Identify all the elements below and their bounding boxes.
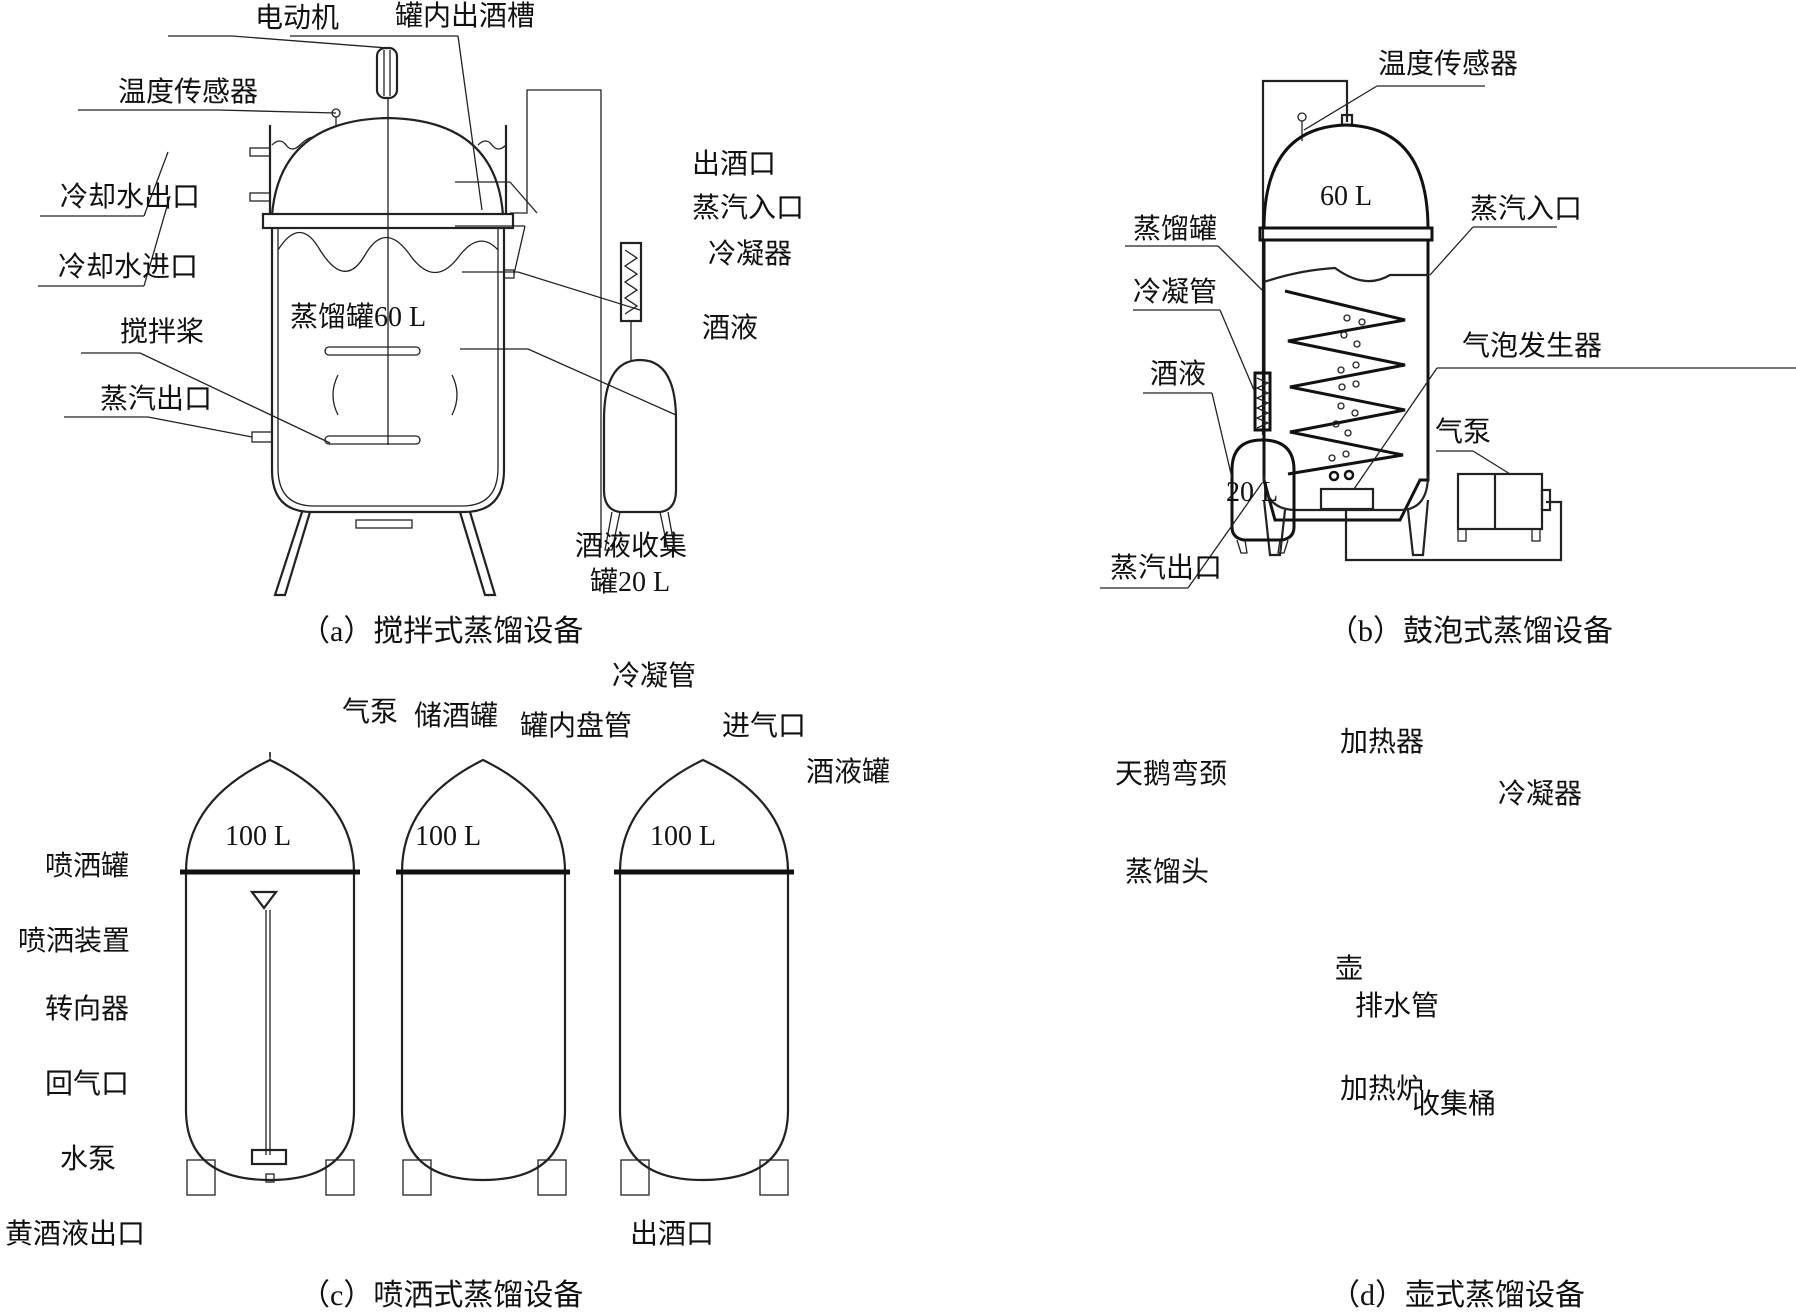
label-air-pump-b: 气泵 [1435,417,1492,448]
bubble-generator [1319,487,1375,511]
label-temp-sensor-a: 温度传感器 [118,77,259,108]
still-flange [261,212,515,230]
liquor-tank-dome [618,758,790,873]
water-pump-c [250,1148,288,1166]
label-motor: 电动机 [255,3,340,34]
air-pump-b [1456,472,1544,531]
label-collector-volume-b: 20 L [1226,477,1279,508]
label-condenser-a: 冷凝器 [708,239,793,270]
label-wine-liquid-a: 酒液 [702,313,759,344]
label-wine-outlet-a: 出酒口 [692,149,777,180]
condenser-tube-b [1253,371,1272,432]
label-liquor-tank: 酒液罐 [806,757,891,788]
label-condenser-tube-c: 冷凝管 [612,661,697,692]
label-bubble-gen: 气泡发生器 [1462,331,1603,362]
spray-tank-dome [184,758,356,873]
label-steam-in-b: 蒸汽入口 [1470,194,1583,225]
label-still-volume-b: 60 L [1320,181,1373,212]
label-inner-coil: 罐内盘管 [520,711,633,742]
label-collect-bucket: 收集桶 [1412,1089,1497,1120]
label-steam-in-a: 蒸汽入口 [692,193,805,224]
label-diverter: 转向器 [45,994,130,1025]
label-wine-outlet-c: 出酒口 [630,1219,715,1250]
label-cool-out: 冷却水出口 [60,182,201,213]
storage-tank-body [400,872,567,1182]
still-dome [270,116,505,216]
collector-b [1230,438,1296,542]
label-steam-out-a: 蒸汽出口 [100,384,213,415]
motor-shape [375,46,399,100]
storage-tank-dome [400,758,567,873]
label-pot: 壶 [1335,954,1364,985]
label-drain: 排水管 [1355,991,1440,1022]
label-spray-device: 喷洒装置 [18,926,131,957]
label-tank3-volume: 100 L [650,821,717,852]
label-rice-wine-outlet: 黄酒液出口 [5,1219,146,1250]
still-dome-b [1262,123,1430,230]
label-air-pump-c: 气泵 [342,697,399,728]
label-air-inlet: 进气口 [722,711,807,742]
spray-tank-body [184,872,356,1182]
label-tank2-volume: 100 L [415,821,482,852]
caption-b: （b）鼓泡式蒸馏设备 [1328,615,1613,648]
label-still-b: 蒸馏罐 [1133,214,1218,245]
caption-c: （c）喷洒式蒸馏设备 [300,1279,584,1312]
label-inner-trough: 罐内出酒槽 [395,1,536,32]
label-temp-sensor-b: 温度传感器 [1378,49,1519,80]
label-wine-liquid-b: 酒液 [1150,359,1207,390]
label-still-volume-a: 蒸馏罐60 L [290,302,427,333]
panel-c-drawing [180,752,794,1196]
label-paddle: 搅拌桨 [120,317,205,348]
label-steam-out-b: 蒸汽出口 [1110,553,1223,584]
panel-b-drawing [1100,79,1796,589]
label-furnace: 加热炉 [1340,1074,1425,1105]
caption-a: （a）搅拌式蒸馏设备 [300,615,584,648]
collector-a [602,358,678,514]
label-return-port: 回气口 [45,1069,130,1100]
label-water-pump: 水泵 [60,1144,117,1175]
label-heater: 加热器 [1340,727,1425,758]
label-spray-tank: 喷洒罐 [45,851,130,882]
label-still-head: 蒸馏头 [1125,857,1210,888]
label-storage-tank: 储酒罐 [414,701,499,732]
label-condenser-tube-b: 冷凝管 [1133,277,1218,308]
label-collector-line1: 酒液收集 [575,531,688,562]
label-cool-in: 冷却水进口 [58,252,199,283]
panel-a-drawing [38,35,678,597]
liquor-tank-body [618,872,790,1182]
still-body [270,228,506,514]
label-tank1-volume: 100 L [225,821,292,852]
caption-d: （d）壶式蒸馏设备 [1330,1279,1585,1312]
label-condenser-d: 冷凝器 [1498,779,1583,810]
label-collector-line2: 罐20 L [590,567,671,598]
still-flange-b [1258,226,1434,242]
label-swan-neck: 天鹅弯颈 [1115,759,1228,790]
